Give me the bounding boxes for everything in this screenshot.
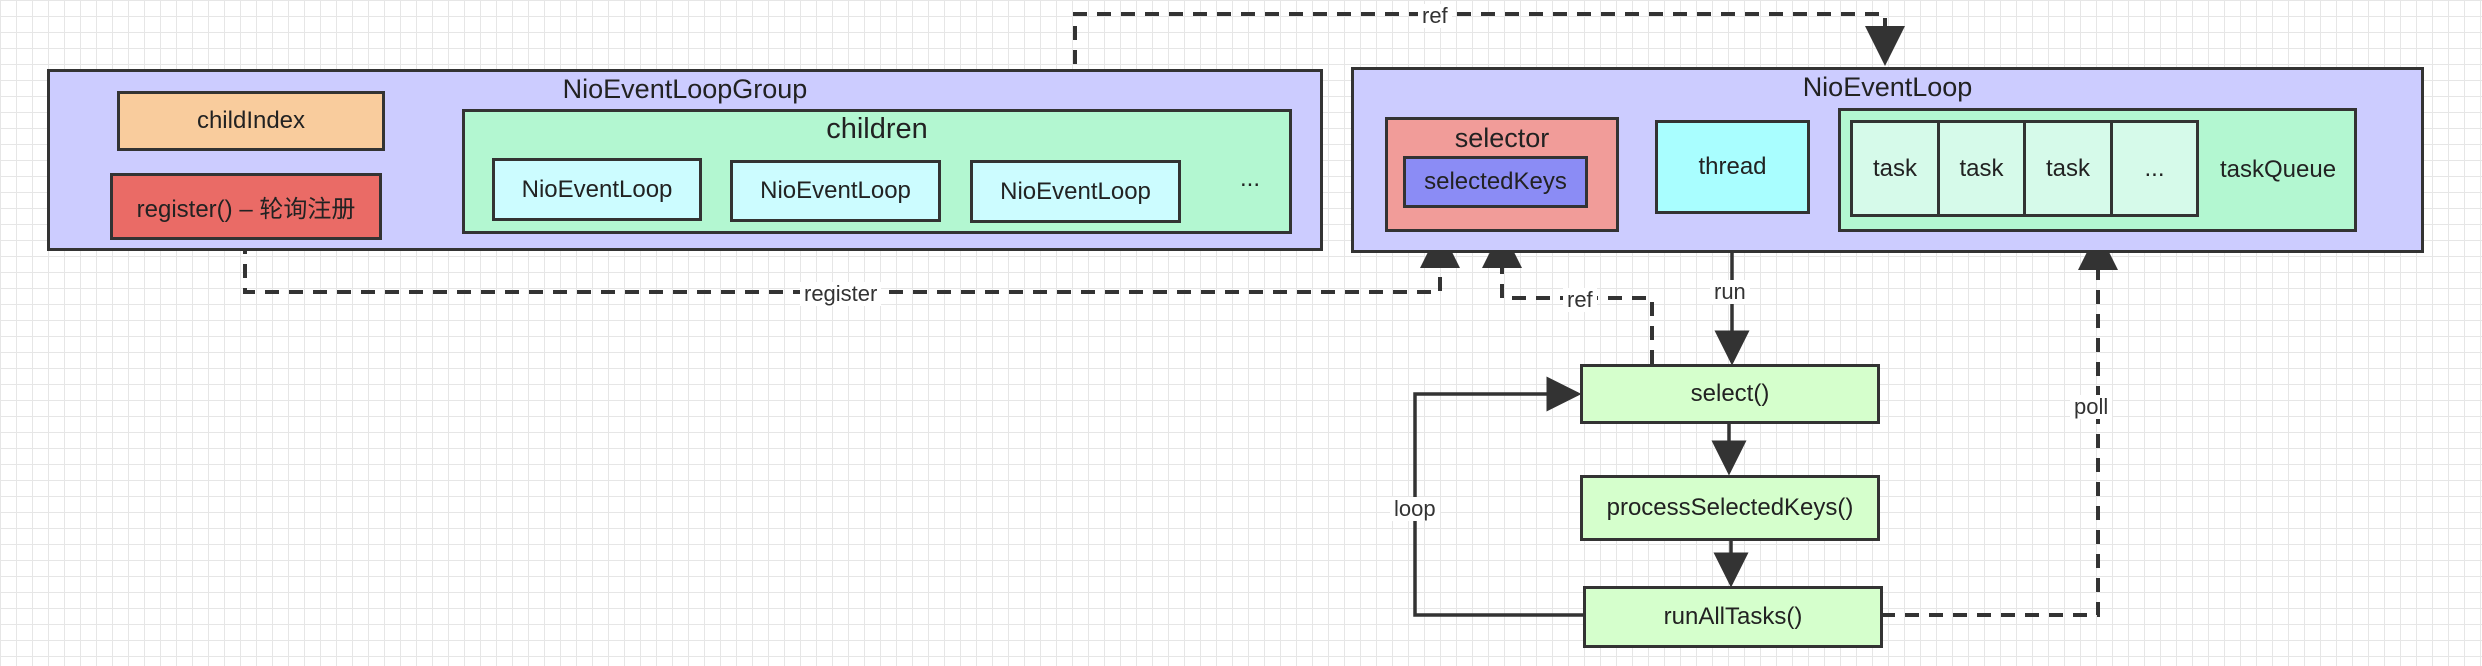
child-index-box: childIndex (117, 91, 385, 151)
ref-selector-edge (1482, 228, 1654, 364)
task-item: task (1850, 120, 1940, 217)
ref-selector-label: ref (1563, 288, 1597, 312)
task-item: task (1937, 120, 2026, 217)
register-box: register() – 轮询注册 (110, 173, 382, 240)
run-all-tasks-box: runAllTasks() (1583, 586, 1883, 648)
task-item: ... (2110, 120, 2199, 217)
ref-top-label: ref (1418, 4, 1452, 28)
thread-box: thread (1655, 120, 1810, 214)
poll-edge (1881, 230, 2118, 617)
child-nio-event-loop: NioEventLoop (730, 160, 941, 222)
register-label: register (800, 282, 882, 306)
loop-edge (1413, 376, 1583, 617)
event-loop-title: NioEventLoop (1802, 72, 1973, 102)
poll-label: poll (2070, 395, 2113, 419)
children-title: children (826, 113, 928, 145)
select-method-box: select() (1580, 364, 1880, 424)
loop-label: loop (1390, 497, 1440, 521)
task-queue-label: taskQueue (2220, 156, 2337, 183)
child-nio-event-loop: NioEventLoop (970, 160, 1181, 223)
child-nio-event-loop: NioEventLoop (492, 158, 702, 221)
group-title: NioEventLoopGroup (562, 74, 808, 104)
selector-title: selector (1454, 123, 1550, 153)
selected-keys-box: selectedKeys (1403, 156, 1588, 208)
task-item: task (2023, 120, 2113, 217)
process-selected-keys-box: processSelectedKeys() (1580, 475, 1880, 541)
children-more: ... (1240, 165, 1261, 192)
run-label: run (1710, 280, 1750, 304)
